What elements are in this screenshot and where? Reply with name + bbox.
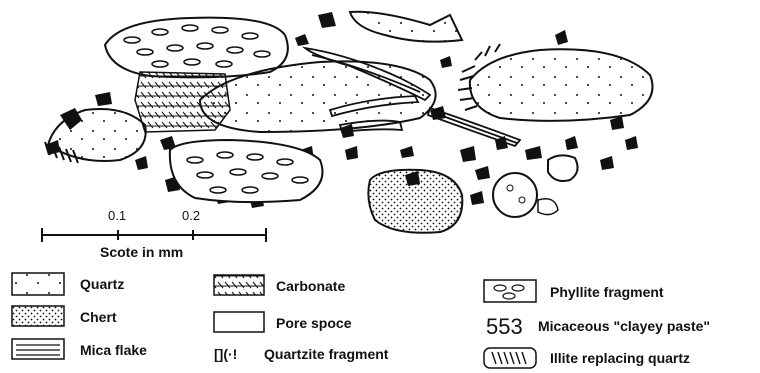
phyllite-fragment-lower [170, 140, 323, 202]
legend-label-micaceous: Micaceous "clayey paste" [538, 318, 710, 334]
quartz-grain-right [458, 44, 653, 121]
legend-label-quartzite: Quartzite fragment [264, 346, 388, 362]
legend-label-chert: Chert [80, 309, 117, 325]
legend-swatch-carbonate [214, 275, 264, 295]
scale-tick-label: 0.2 [182, 208, 200, 223]
legend-label-mica: Mica flake [80, 342, 147, 358]
legend-swatch-phyllite [484, 280, 536, 302]
quartz-grain-left [45, 109, 146, 163]
legend-swatch-quartz [12, 273, 64, 295]
legend-label-pore: Pore spoce [276, 315, 351, 331]
legend-swatch-mica [12, 339, 64, 359]
legend-symbol-quartzite: [](·! [214, 346, 237, 362]
quartz-grain-upper [350, 12, 462, 42]
legend-label-phyllite: Phyllite fragment [550, 284, 664, 300]
legend-label-carbonate: Carbonate [276, 278, 345, 294]
legend-label-quartz: Quartz [80, 276, 124, 292]
legend-label-illite: Illite replacing quartz [550, 350, 690, 366]
scale-bar [42, 228, 266, 242]
quartzite-fragment [493, 173, 558, 217]
chert-grain [368, 170, 462, 233]
illite-grain [548, 155, 578, 181]
scale-tick-label: 0.1 [108, 208, 126, 223]
scale-caption: Scote in mm [100, 244, 183, 260]
legend-swatch-illite [484, 348, 536, 368]
legend-swatch-chert [12, 306, 64, 326]
legend-swatch-pore [214, 312, 264, 332]
legend-symbol-micaceous: 553 [486, 314, 523, 340]
phyllite-fragment-large [105, 18, 288, 78]
